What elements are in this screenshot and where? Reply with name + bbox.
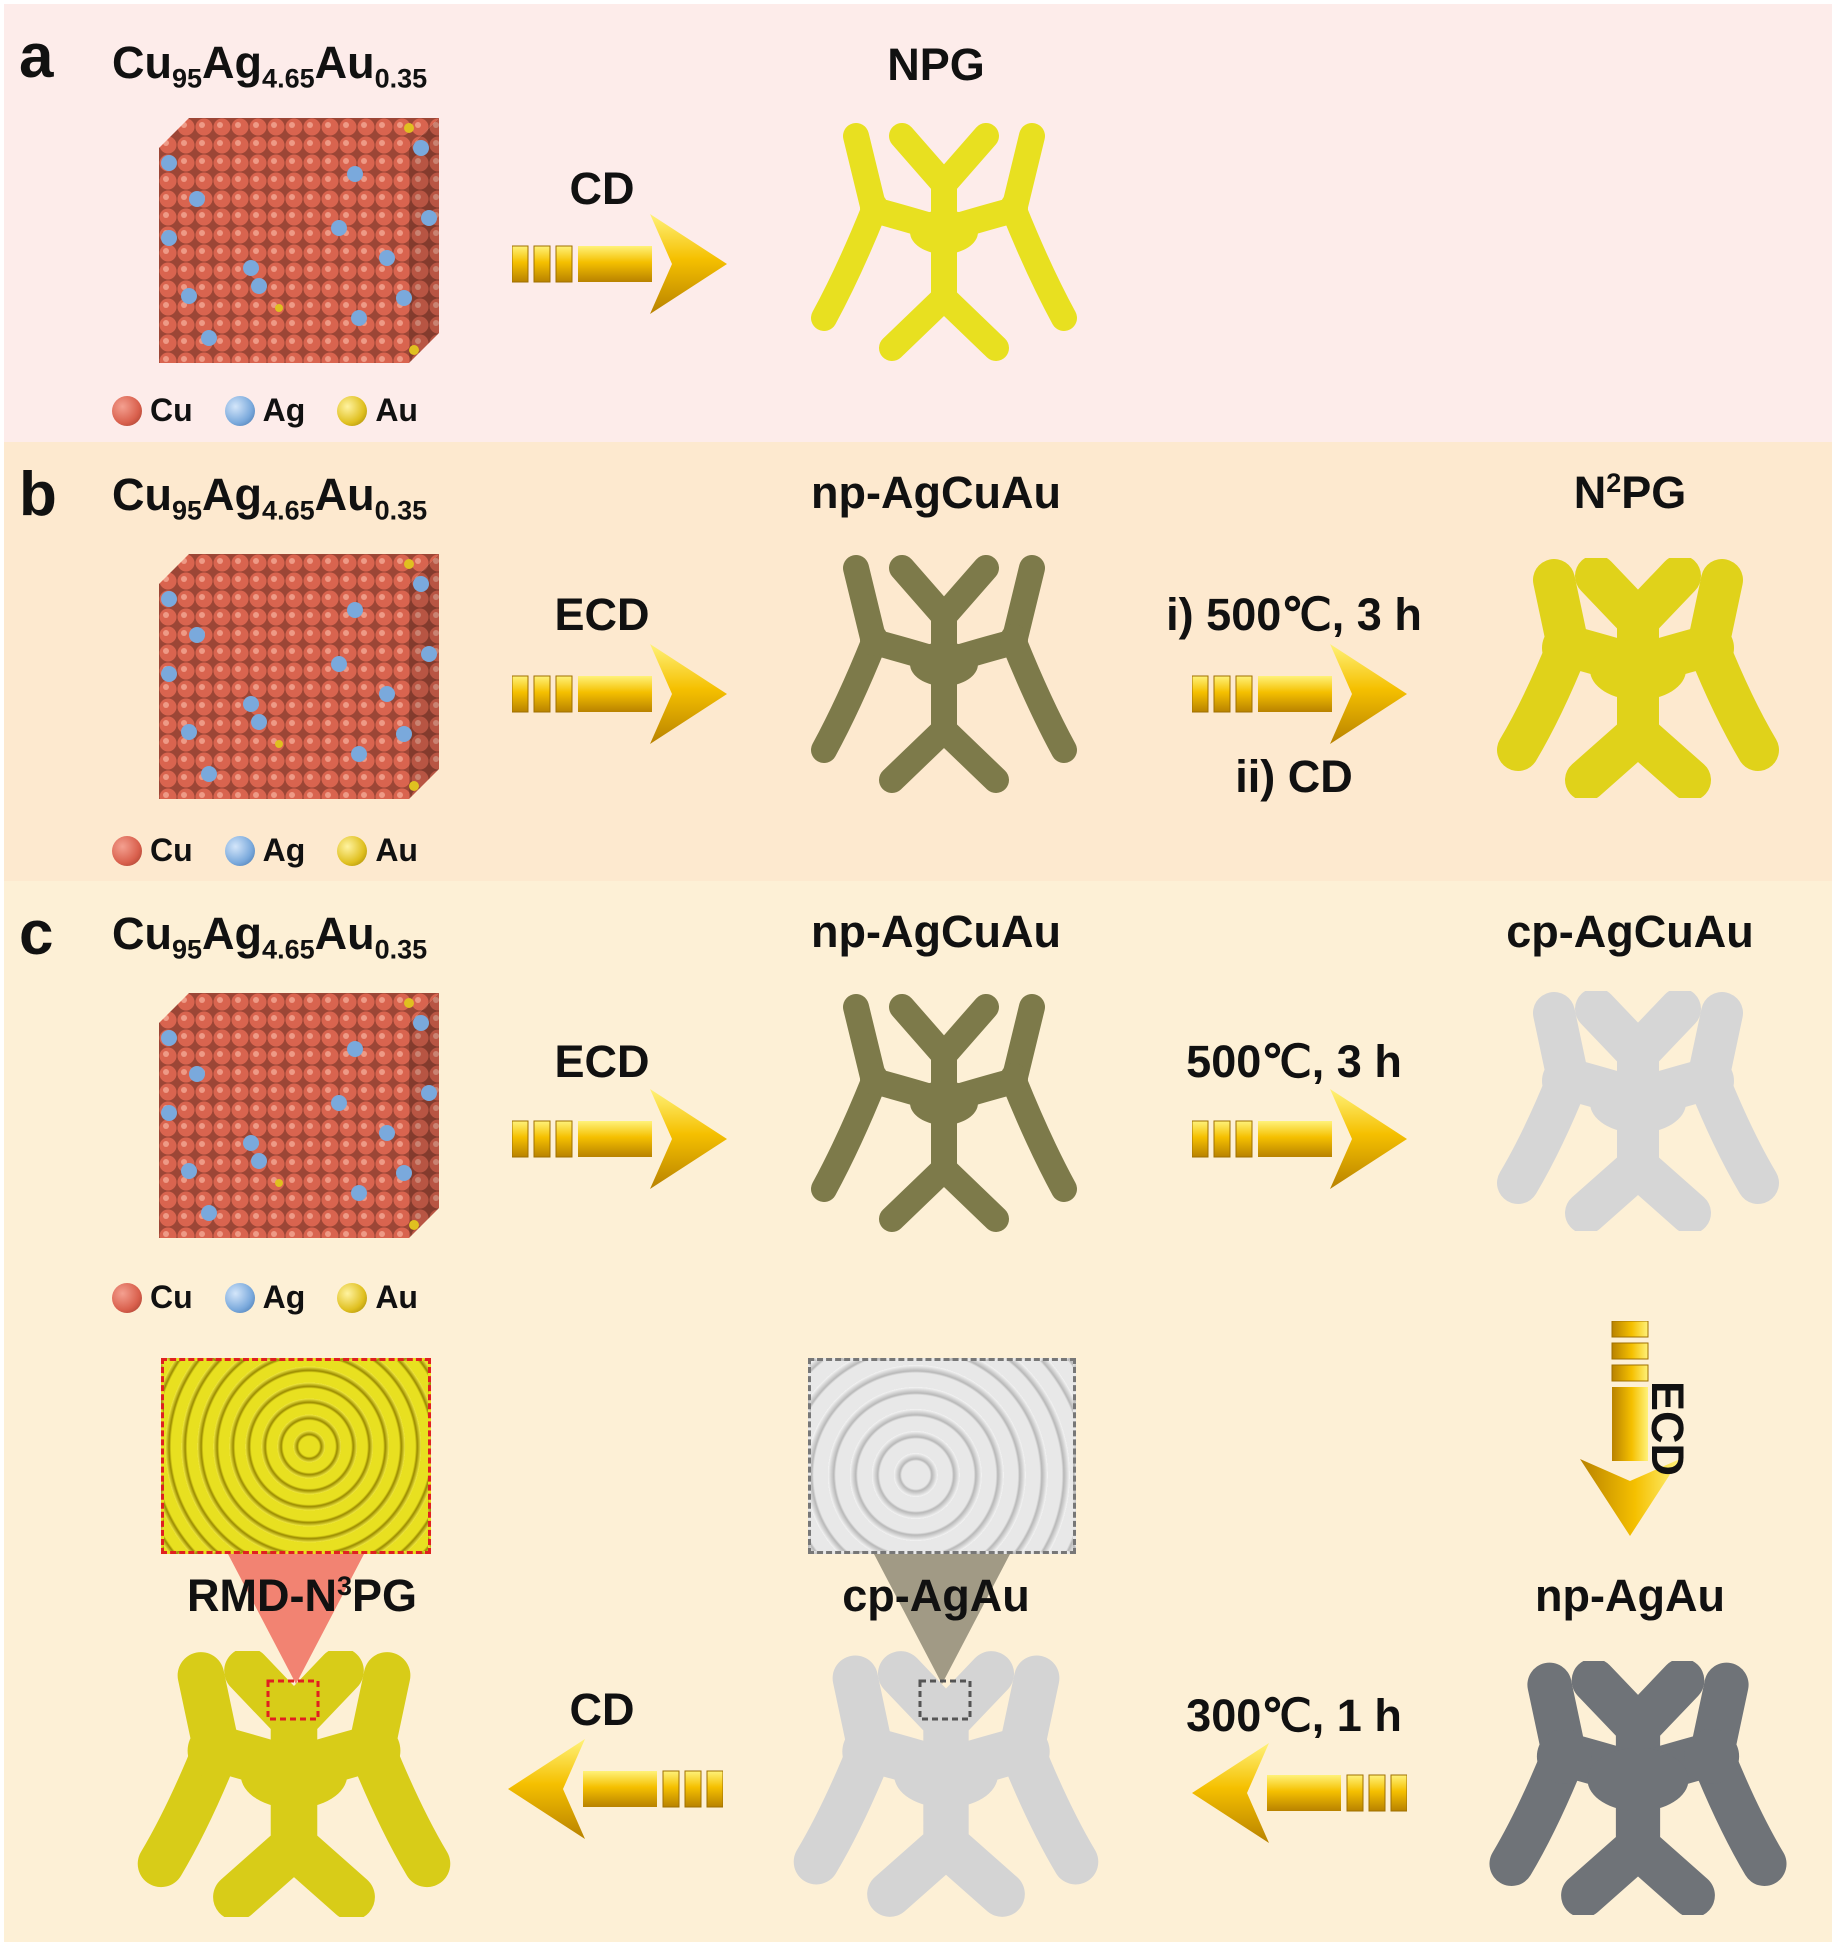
alloy-cube-image <box>159 118 439 368</box>
arrow-right-icon <box>512 1089 727 1189</box>
panel-c: c Cu95Ag4.65Au0.35 np-AgCuAu cp-AgCuAu C… <box>4 881 1832 1942</box>
step-label: CD <box>569 163 635 214</box>
au-atom-icon <box>337 1282 368 1313</box>
alloy-formula: Cu95Ag4.65Au0.35 <box>112 37 428 94</box>
np-agcuau-image <box>794 554 1094 794</box>
panel-letter: a <box>19 22 54 91</box>
cu-atom-icon <box>112 835 142 866</box>
cp-agau-label: cp-AgAu <box>842 1570 1030 1621</box>
cp-agcuau-label: cp-AgCuAu <box>1506 906 1754 957</box>
np-agcuau-label: np-AgCuAu <box>811 906 1061 957</box>
cp-agcuau-image <box>1480 991 1796 1231</box>
cp-agau-zoom-inset <box>808 1358 1076 1554</box>
legend-ag: Ag <box>224 392 305 429</box>
panel-letter: c <box>19 899 54 968</box>
rmd-n3pg-zoom-inset <box>161 1358 431 1554</box>
ag-atom-icon <box>224 395 255 426</box>
step-label: 300℃, 1 h <box>1186 1690 1402 1741</box>
alloy-cube-image <box>159 554 439 804</box>
n2pg-label: N2PG <box>1573 467 1687 519</box>
panel-b: b Cu95Ag4.65Au0.35 np-AgCuAu N2PG Cu Ag … <box>4 442 1832 881</box>
np-agau-image <box>1480 1661 1796 1915</box>
alloy-formula: Cu95Ag4.65Au0.35 <box>112 469 428 526</box>
step-label: ECD <box>1642 1381 1693 1477</box>
element-legend: Cu Ag Au <box>112 1279 418 1316</box>
cu-atom-icon <box>112 395 142 426</box>
step-label: CD <box>569 1684 635 1735</box>
step-label: i) 500℃, 3 h <box>1166 589 1422 640</box>
panel-letter: b <box>19 460 57 529</box>
step-label: ECD <box>554 589 650 640</box>
alloy-formula: Cu95Ag4.65Au0.35 <box>112 908 428 965</box>
alloy-cube-image <box>159 993 439 1243</box>
arrow-left-icon <box>1192 1743 1407 1843</box>
rmd-n3pg-image <box>124 1651 464 1917</box>
npg-ligament-image <box>794 122 1094 362</box>
legend-au: Au <box>337 392 418 429</box>
element-legend: Cu Ag Au <box>112 832 418 869</box>
au-atom-icon <box>337 835 368 866</box>
zoom-callout-funnel <box>874 1554 1010 1684</box>
n2pg-image <box>1480 558 1796 798</box>
element-legend: Cu Ag Au <box>112 392 418 429</box>
step-label: ECD <box>554 1036 650 1087</box>
arrow-right-icon <box>1192 644 1407 744</box>
zoom-callout-funnel <box>228 1554 364 1684</box>
arrow-right-icon <box>512 214 727 314</box>
cp-agau-image <box>784 1651 1108 1917</box>
step-label: 500℃, 3 h <box>1186 1036 1402 1087</box>
np-agcuau-label: np-AgCuAu <box>811 467 1061 518</box>
ag-atom-icon <box>224 1282 255 1313</box>
np-agau-label: np-AgAu <box>1535 1570 1725 1621</box>
cu-atom-icon <box>112 1282 142 1313</box>
npg-label: NPG <box>887 39 985 90</box>
au-atom-icon <box>337 395 368 426</box>
arrow-right-icon <box>512 644 727 744</box>
rmd-n3pg-label: RMD-N3PG <box>186 1570 418 1622</box>
ag-atom-icon <box>224 835 255 866</box>
legend-cu: Cu <box>112 392 193 429</box>
arrow-right-icon <box>1192 1089 1407 1189</box>
panel-a: a Cu95Ag4.65Au0.35 NPG Cu Ag Au CD <box>4 4 1832 442</box>
np-agcuau-image <box>794 993 1094 1233</box>
arrow-left-icon <box>508 1739 723 1839</box>
step-label: ii) CD <box>1235 751 1353 802</box>
